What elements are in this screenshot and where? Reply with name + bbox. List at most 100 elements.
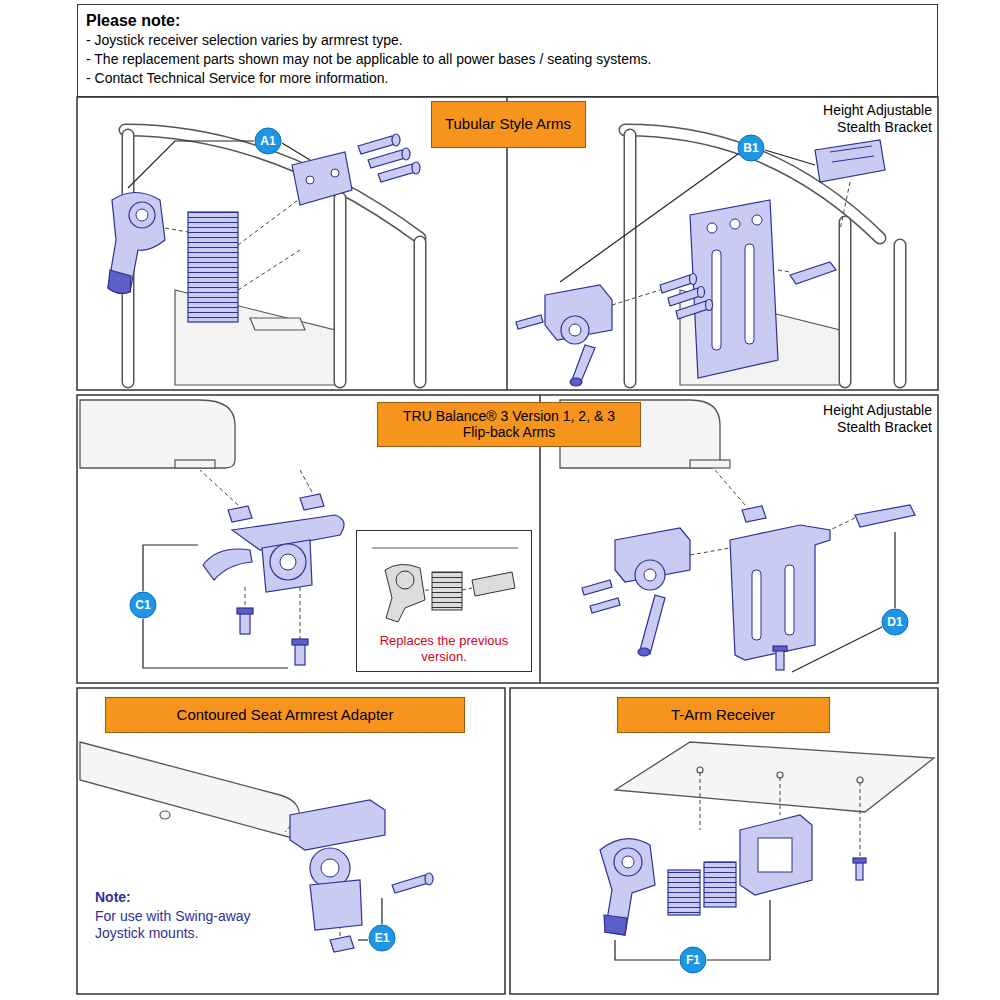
stealth-bracket-part bbox=[612, 290, 660, 305]
previous-version-part bbox=[396, 571, 414, 589]
stealth-bracket-part bbox=[698, 287, 705, 298]
stealth-bracket-part bbox=[690, 274, 697, 285]
joystick-receiver-part bbox=[238, 250, 300, 290]
leader-line bbox=[792, 532, 895, 672]
joystick-receiver-part bbox=[368, 150, 405, 168]
t-arm-receiver-part bbox=[604, 915, 627, 935]
note-text: For use with Swing-away Joystick mounts. bbox=[95, 908, 273, 942]
part-label: Height Adjustable Stealth Bracket bbox=[782, 102, 932, 136]
stealth-bracket-part bbox=[590, 598, 620, 613]
leader-line bbox=[560, 150, 815, 282]
wheelchair-frame bbox=[624, 135, 637, 382]
joystick-receiver-part bbox=[331, 169, 339, 177]
armrest-adapter-part bbox=[310, 880, 362, 930]
stealth-bracket-part bbox=[545, 285, 612, 340]
section-tag: T-Arm Receiver bbox=[617, 697, 830, 733]
joystick-receiver-part bbox=[402, 148, 410, 160]
inset-caption: Replaces the previous version. bbox=[363, 633, 525, 665]
flip-back-receiver-part bbox=[203, 549, 252, 580]
stealth-bracket-part bbox=[790, 262, 836, 284]
stealth-bracket-part bbox=[582, 470, 915, 670]
flip-back-receiver-part bbox=[292, 639, 308, 645]
section-title: Tubular Style Arms bbox=[445, 115, 571, 132]
flip-back-receiver-part bbox=[300, 470, 312, 492]
leader-line bbox=[615, 940, 679, 960]
wheelchair-frame bbox=[250, 318, 305, 330]
armrest-pad bbox=[175, 460, 215, 468]
callout-circle bbox=[255, 128, 281, 154]
t-arm-receiver-part bbox=[668, 870, 700, 915]
leader-line bbox=[282, 143, 310, 160]
armrest-adapter-part bbox=[290, 800, 385, 850]
leader-line bbox=[894, 532, 895, 608]
previous-version-part bbox=[432, 572, 462, 610]
stealth-bracket-part bbox=[615, 528, 690, 582]
callout-circle bbox=[680, 947, 706, 973]
stealth-bracket-part bbox=[668, 288, 700, 306]
leader-line bbox=[358, 939, 368, 940]
armrest-pad bbox=[690, 460, 730, 468]
callout-circle bbox=[882, 609, 908, 635]
wheelchair-frame bbox=[895, 245, 905, 382]
wheelchair-frame bbox=[840, 222, 850, 382]
t-arm-receiver-part bbox=[600, 772, 866, 935]
stealth-bracket-part bbox=[855, 505, 915, 527]
stealth-bracket-part bbox=[582, 580, 612, 595]
stealth-bracket-part bbox=[730, 219, 740, 229]
stealth-bracket-part bbox=[660, 275, 692, 293]
flip-back-receiver-part bbox=[200, 470, 344, 665]
stealth-bracket-part bbox=[706, 300, 713, 311]
stealth-bracket-part bbox=[644, 569, 656, 581]
leader-line bbox=[143, 545, 288, 668]
leader-line bbox=[707, 900, 770, 960]
note-item: - Contact Technical Service for more inf… bbox=[86, 69, 929, 88]
callout-text: A1 bbox=[260, 135, 275, 147]
section-tag: Contoured Seat Armrest Adapter bbox=[105, 697, 465, 733]
flip-back-receiver-part bbox=[262, 540, 312, 592]
wheelchair-frame bbox=[334, 198, 347, 382]
callout-number: A1 bbox=[254, 127, 282, 155]
stealth-bracket-part bbox=[776, 650, 784, 670]
stealth-bracket-part bbox=[840, 182, 850, 230]
joystick-receiver-part bbox=[108, 134, 420, 322]
flip-back-receiver-part bbox=[300, 585, 301, 640]
stealth-bracket-part bbox=[773, 646, 787, 651]
armrest-adapter-part bbox=[321, 859, 339, 877]
joystick-receiver-part bbox=[108, 270, 131, 293]
joystick-receiver-part bbox=[306, 176, 314, 184]
stealth-bracket-part bbox=[815, 140, 885, 182]
t-arm-receiver-part bbox=[853, 858, 866, 863]
stealth-bracket-part bbox=[830, 146, 874, 162]
joystick-receiver-part bbox=[392, 134, 400, 146]
leader-line bbox=[560, 154, 738, 282]
callout-text: D1 bbox=[887, 616, 902, 628]
flip-back-receiver-part bbox=[300, 494, 324, 510]
wheelchair-frame bbox=[415, 242, 425, 382]
wheelchair-frame bbox=[335, 198, 345, 382]
leader-line bbox=[765, 150, 815, 165]
note-item: - The replacement parts shown may not be… bbox=[86, 50, 929, 69]
section-title: Contoured Seat Armrest Adapter bbox=[177, 706, 394, 723]
joystick-receiver-part bbox=[129, 202, 155, 228]
t-arm-receiver-part bbox=[758, 838, 792, 872]
stealth-bracket-part bbox=[707, 223, 717, 233]
armrest-pad bbox=[615, 742, 934, 812]
t-arm-receiver-part bbox=[856, 862, 863, 880]
stealth-bracket-part bbox=[635, 560, 665, 590]
previous-version-part bbox=[385, 564, 425, 622]
stealth-bracket-part bbox=[640, 595, 665, 654]
flip-back-receiver-part bbox=[295, 643, 305, 665]
section-tag: Tubular Style Arms bbox=[431, 101, 586, 148]
note-box: Please note:- Joystick receiver selectio… bbox=[77, 4, 938, 97]
t-arm-receiver-part bbox=[740, 815, 812, 895]
wheelchair-frame bbox=[125, 130, 420, 385]
callout-circle bbox=[738, 135, 764, 161]
flip-back-receiver-part bbox=[270, 544, 306, 580]
stealth-bracket-part bbox=[712, 250, 721, 350]
note-label: Note: bbox=[95, 889, 215, 906]
stealth-bracket-part bbox=[745, 244, 754, 344]
armrest-pad bbox=[160, 811, 170, 819]
stealth-bracket-part bbox=[715, 470, 745, 505]
wheelchair-frame bbox=[414, 242, 427, 382]
stealth-bracket-part bbox=[569, 324, 581, 336]
